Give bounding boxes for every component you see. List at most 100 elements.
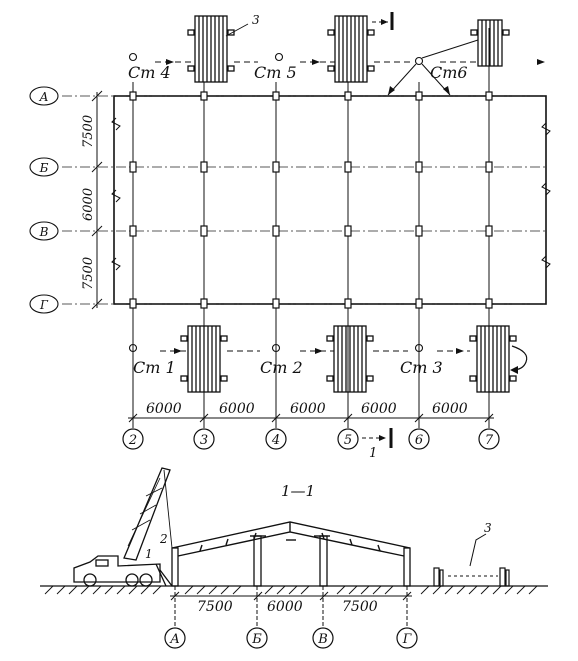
column: [272, 225, 280, 237]
panel-stack: [326, 325, 374, 393]
callout-label-3: 3: [252, 13, 260, 27]
row-span-dimension: 7500: [81, 257, 96, 290]
column-span-dimension: 6000: [432, 401, 468, 417]
roof-truss: [171, 521, 411, 557]
truck-cab-window: [95, 559, 109, 567]
frame-column-a: [171, 547, 179, 587]
stand-label: Ст 1: [133, 358, 176, 377]
panel-stack: [469, 325, 517, 393]
column-axis-label-3: 3: [200, 433, 208, 448]
truck-crane: [73, 467, 173, 587]
callout-label-3: 3: [484, 521, 492, 535]
break-mark: [541, 122, 551, 136]
column: [272, 161, 280, 173]
column-span-dimension: 6000: [290, 401, 326, 417]
column: [200, 298, 208, 309]
panel-stack: [470, 19, 510, 67]
row-span-dimension: 7500: [81, 115, 96, 148]
stand-marker: [128, 52, 138, 62]
stand-marker: [128, 343, 138, 353]
frame-columns: [171, 535, 411, 587]
crane-boom: [123, 467, 171, 561]
truck-wheel: [83, 573, 97, 587]
crane-stand-markers: [128, 52, 424, 353]
row-axis-label-a: А: [38, 90, 48, 104]
column-span-dimension: 6000: [219, 401, 255, 417]
section-axis-bubbles: А Б В Г: [164, 627, 418, 649]
column: [129, 225, 137, 237]
column: [272, 298, 280, 309]
column: [129, 91, 137, 101]
section-axis-label-v: В: [317, 632, 328, 647]
break-mark: [111, 117, 121, 131]
column-axis-bubbles: 2 3 4 5 6 7: [122, 428, 500, 450]
stand-marker: [414, 56, 424, 66]
column: [485, 91, 493, 101]
ground-hatching: [44, 585, 538, 595]
section-axis-label-a: А: [169, 632, 180, 647]
section-span-dimension: 7500: [197, 599, 233, 615]
crane-outrigger: [155, 563, 173, 587]
column: [272, 91, 280, 101]
column: [415, 225, 423, 237]
panel-stacks-top: [187, 15, 510, 83]
column: [485, 298, 493, 309]
column-axis-label-5: 5: [344, 433, 352, 448]
section-axis-label-b: Б: [251, 632, 262, 647]
callout-label-2: 2: [159, 532, 168, 546]
break-marks: [111, 117, 551, 271]
panel-stack: [187, 15, 235, 83]
break-mark: [111, 257, 121, 271]
column-axis-label-4: 4: [271, 433, 280, 448]
row-axis-label-g: Г: [39, 298, 49, 312]
row-span-dimension: 6000: [81, 188, 96, 221]
stand-label: Ст 2: [260, 358, 303, 377]
column: [344, 91, 352, 101]
building-outline: [113, 95, 547, 305]
truck-body: [73, 555, 161, 583]
columns: [129, 91, 493, 309]
stand-label: Ст 4: [128, 63, 171, 82]
stand-marker: [271, 343, 281, 353]
column: [415, 298, 423, 309]
stand-marker: [414, 343, 424, 353]
column: [200, 91, 208, 101]
frame-column-g: [403, 547, 411, 587]
arrow: [388, 86, 395, 95]
column: [200, 161, 208, 173]
callout-label-1: 1: [145, 547, 153, 561]
stand-label: Ст6: [430, 63, 468, 82]
column: [200, 225, 208, 237]
column: [344, 225, 352, 237]
section-axis-label-g: Г: [402, 632, 412, 647]
section-cut-label: 1: [369, 446, 377, 461]
column: [485, 225, 493, 237]
callout-leader: [469, 533, 487, 567]
panel-stacks-bottom: [180, 325, 528, 393]
column-dimension-line: [128, 413, 494, 423]
section-title: 1—1: [281, 482, 315, 500]
truck-wheel: [125, 573, 139, 587]
truck-wheel: [139, 573, 153, 587]
column-axis-label-7: 7: [485, 433, 494, 448]
row-axis-lines: [62, 95, 548, 305]
column-span-dimension: 6000: [146, 401, 182, 417]
row-axis-label-v: В: [39, 225, 49, 239]
column: [129, 298, 137, 309]
frame-column-v: [319, 535, 328, 587]
column: [415, 91, 423, 101]
panel-stack: [180, 325, 228, 393]
stand-label: Ст 3: [400, 358, 443, 377]
turn-arrow: [511, 345, 528, 371]
travel-arrows: [166, 59, 545, 354]
column: [485, 161, 493, 173]
column: [129, 161, 137, 173]
plan-view: 7500 6000 7500 А Б В Г: [29, 12, 551, 461]
row-axis-bubbles: А Б В Г: [29, 86, 59, 314]
column: [344, 161, 352, 173]
stand-label: Ст 5: [254, 63, 297, 82]
section-cut-marker-top: [372, 12, 394, 30]
column: [415, 161, 423, 173]
stand-marker: [274, 52, 284, 62]
